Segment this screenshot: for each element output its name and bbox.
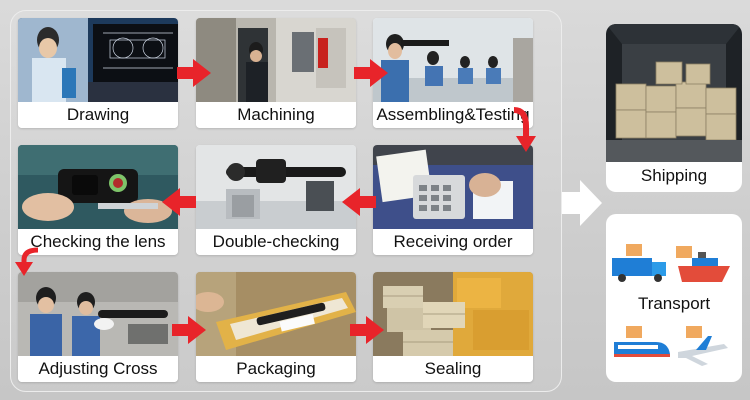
machining-photo (196, 18, 356, 102)
step-label: Packaging (196, 356, 356, 382)
step-checking-lens: Checking the lens (18, 145, 178, 255)
arrow-right-white-icon (562, 180, 602, 226)
arrow-right-icon (350, 316, 384, 344)
arrow-right-icon (354, 59, 388, 87)
step-sealing: Sealing (373, 272, 533, 382)
step-label: Assembling&Testing (373, 102, 533, 128)
step-receiving-order: Receiving order (373, 145, 533, 255)
adjusting-cross-photo (18, 272, 178, 356)
packaging-photo (196, 272, 356, 356)
sealing-photo (373, 272, 533, 356)
step-assembling-testing: Assembling&Testing (373, 18, 533, 128)
step-packaging: Packaging (196, 272, 356, 382)
arrow-right-icon (177, 59, 211, 87)
step-label: Double-checking (196, 229, 356, 255)
shipping-label: Shipping (640, 166, 708, 185)
arrow-down-curved-icon (15, 247, 39, 276)
step-drawing: Drawing (18, 18, 178, 128)
arrow-left-icon (342, 188, 376, 216)
step-label: Receiving order (373, 229, 533, 255)
step-label: Drawing (18, 102, 178, 128)
arrow-down-curved-icon (513, 107, 536, 152)
step-double-checking: Double-checking (196, 145, 356, 255)
step-machining: Machining (196, 18, 356, 128)
shipping-photo (606, 24, 742, 162)
drawing-photo (18, 18, 178, 102)
arrow-left-icon (162, 188, 196, 216)
truck-ship-icon (612, 244, 730, 282)
arrow-right-icon (172, 316, 206, 344)
checking-lens-photo (18, 145, 178, 229)
transport-card: Transport (606, 214, 742, 382)
double-checking-photo (196, 145, 356, 229)
step-label: Machining (196, 102, 356, 128)
receiving-order-photo (373, 145, 533, 229)
step-label: Sealing (373, 356, 533, 382)
step-label: Checking the lens (18, 229, 178, 255)
transport-label: Transport (637, 294, 711, 313)
step-adjusting-cross: Adjusting Cross (18, 272, 178, 382)
shipping-card: Shipping (606, 24, 742, 192)
assembling-photo (373, 18, 533, 102)
step-label: Adjusting Cross (18, 356, 178, 382)
train-plane-icon (614, 326, 728, 366)
